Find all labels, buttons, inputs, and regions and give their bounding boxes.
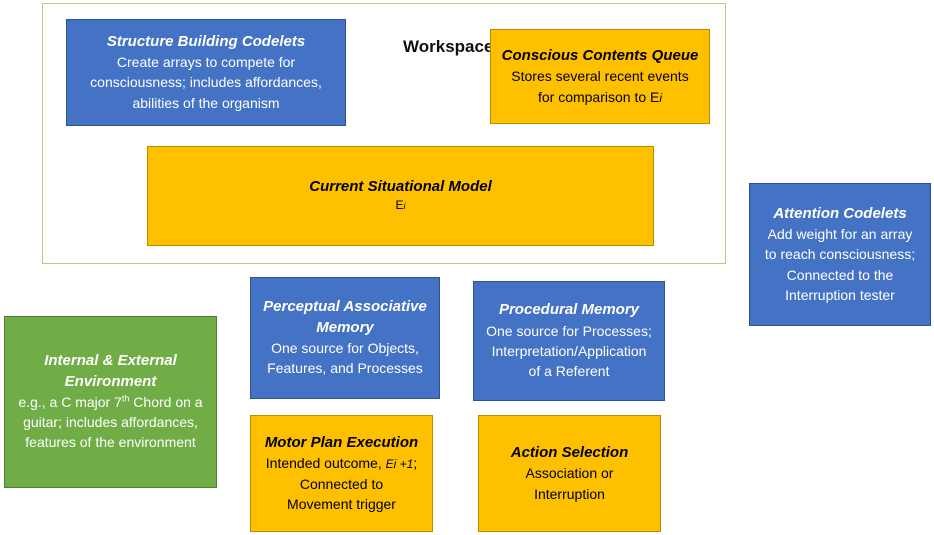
perceptual-title1: Perceptual Associative — [263, 298, 427, 316]
environment-line1-post: Chord on a — [129, 393, 203, 410]
motor-plan-execution-box: Motor Plan Execution Intended outcome, E… — [250, 415, 433, 532]
attention-line2: to reach consciousness; — [764, 246, 916, 263]
environment-line1-wrap: e.g., a C major 7th Chord on a — [18, 392, 202, 412]
workspace-label: Workspace — [403, 37, 494, 56]
conscious-contents-title: Conscious Contents Queue — [501, 47, 699, 65]
conscious-contents-line2: for comparison to E — [537, 88, 660, 105]
situational-model-title: Current Situational Model — [309, 178, 492, 196]
action-selection-line2: Interruption — [534, 485, 605, 502]
environment-line2: guitar; includes affordances, — [23, 414, 198, 431]
perceptual-associative-memory-box: Perceptual Associative Memory One source… — [250, 277, 440, 399]
motor-plan-line1-post: ; — [413, 455, 418, 472]
motor-plan-line2: Connected to — [299, 475, 384, 492]
environment-title1: Internal & External — [44, 352, 177, 370]
environment-title2: Environment — [64, 372, 157, 390]
action-selection-title: Action Selection — [510, 444, 629, 462]
motor-plan-line1-pre: Intended outcome, — [265, 455, 386, 472]
attention-line1: Add weight for an array — [767, 226, 913, 243]
action-selection-line1: Association or — [525, 465, 614, 482]
environment-box: Internal & External Environment e.g., a … — [4, 316, 217, 488]
environment-line1-pre: e.g., a C major 7 — [18, 393, 122, 410]
conscious-contents-queue-box: Conscious Contents Queue Stores several … — [490, 29, 710, 124]
motor-plan-line1-wrap: Intended outcome, Ei +1; — [266, 453, 417, 473]
perceptual-line2: Features, and Processes — [267, 360, 423, 377]
attention-codelets-box: Attention Codelets Add weight for an arr… — [749, 183, 931, 326]
attention-title: Attention Codelets — [773, 204, 907, 222]
environment-line1-sup: th — [121, 393, 130, 404]
current-situational-model-box: Current Situational Model Ei — [147, 146, 654, 246]
conscious-contents-line1: Stores several recent events — [511, 68, 689, 85]
procedural-line1: One source for Processes; — [486, 322, 652, 339]
procedural-line2: Interpretation/Application — [491, 342, 647, 359]
procedural-line3: of a Referent — [528, 363, 610, 380]
procedural-memory-box: Procedural Memory One source for Process… — [473, 281, 665, 401]
procedural-title: Procedural Memory — [498, 301, 640, 319]
structure-building-title: Structure Building Codelets — [106, 32, 306, 50]
perceptual-title2: Memory — [316, 318, 374, 336]
perceptual-line1: One source for Objects, — [271, 339, 419, 356]
motor-plan-line3: Movement trigger — [287, 495, 396, 512]
attention-line4: Interruption tester — [785, 286, 895, 303]
environment-line3: features of the environment — [25, 434, 196, 451]
action-selection-box: Action Selection Association or Interrup… — [478, 415, 661, 532]
attention-line3: Connected to the — [786, 266, 894, 283]
motor-plan-title: Motor Plan Execution — [264, 433, 419, 451]
structure-building-line1: Create arrays to compete for — [116, 54, 296, 71]
motor-plan-e: Ei +1 — [385, 457, 414, 472]
structure-building-line2: consciousness; includes affordances, — [90, 74, 322, 91]
situational-model-subscript: i — [403, 201, 406, 212]
situational-model-e: E — [395, 198, 404, 213]
structure-building-line3: abilities of the organism — [132, 94, 280, 111]
conscious-contents-subscript: i — [659, 90, 663, 105]
situational-model-ei-wrap: Ei — [395, 197, 405, 214]
structure-building-codelets-box: Structure Building Codelets Create array… — [66, 19, 346, 126]
conscious-contents-line2-wrap: for comparison to Ei — [538, 87, 662, 107]
